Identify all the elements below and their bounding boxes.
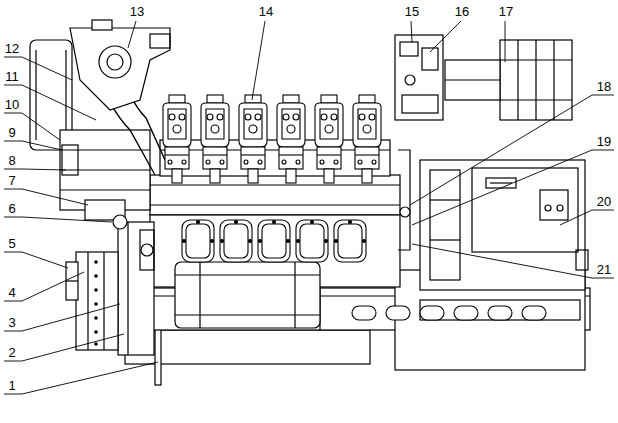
callout-number: 1 — [7, 379, 16, 393]
callout-number: 8 — [7, 154, 16, 168]
callout-number: 6 — [7, 202, 16, 216]
callout-number: 16 — [454, 5, 470, 19]
callout-number: 10 — [4, 98, 20, 112]
callout-number: 19 — [596, 135, 612, 149]
callout-number: 7 — [7, 174, 16, 188]
callout-number: 3 — [7, 316, 16, 330]
callout-number: 13 — [129, 5, 145, 19]
callout-number: 14 — [258, 5, 274, 19]
callout-number: 21 — [596, 263, 612, 277]
callout-number: 4 — [7, 286, 16, 300]
callout-number: 12 — [4, 42, 20, 56]
callout-number: 18 — [596, 80, 612, 94]
callout-number: 15 — [404, 5, 420, 19]
callout-number: 2 — [7, 346, 16, 360]
callout-number: 5 — [7, 237, 16, 251]
callout-number: 17 — [498, 5, 514, 19]
callout-number: 20 — [596, 195, 612, 209]
callout-number: 9 — [7, 126, 16, 140]
callout-number: 11 — [4, 70, 20, 84]
